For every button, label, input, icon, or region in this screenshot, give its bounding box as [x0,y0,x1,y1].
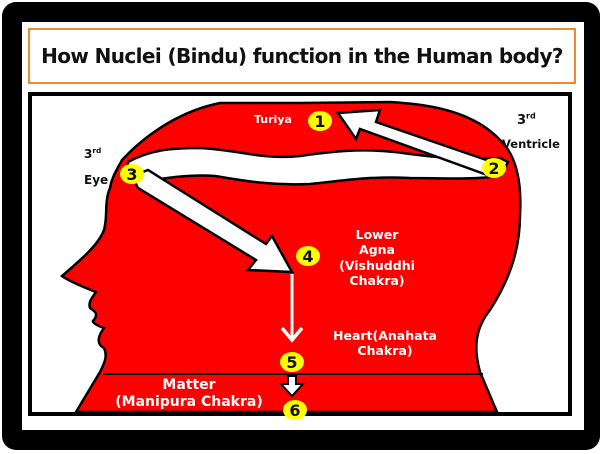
label-turiya: Turiya [254,113,292,126]
ordinal-number: 3 [84,147,93,161]
label-ventricle-ordinal: 3rd [517,111,536,129]
node-badge-3: 3 [120,164,144,184]
node-badge-1: 1 [308,111,332,131]
label-heart: Heart(Anahata Chakra) [320,328,450,359]
label-line: (Manipura Chakra) [115,394,263,411]
ordinal-suffix: rd [92,146,102,155]
label-eye-ordinal: 3rd [84,147,101,162]
label-line: Agna (Vishuddhi [339,242,415,273]
arrow-3-to-4 [130,168,295,274]
arrow-5-to-6 [278,375,306,398]
page-title: How Nuclei (Bindu) function in the Human… [41,44,563,68]
label-line: Matter [162,377,216,393]
label-line: Heart(Anahata [333,328,437,343]
label-line: Chakra) [357,343,413,359]
node-badge-5: 5 [280,352,304,372]
label-eye: Eye [84,173,109,187]
label-lower-agna: Lower Agna (Vishuddhi Chakra) [322,227,432,288]
head-silhouette [60,100,522,414]
arrow-4-to-5-head [280,326,304,343]
label-matter: Matter (Manipura Chakra) [94,377,284,411]
node-badge-2: 2 [482,158,506,178]
arrow-2-to-1 [335,108,500,178]
label-ventricle: Ventricle [502,137,560,151]
node-badge-4: 4 [296,246,320,266]
label-line: Chakra) [349,272,405,288]
ordinal-suffix: rd [526,111,536,121]
label-line: Lower [355,227,399,242]
title-box: How Nuclei (Bindu) function in the Human… [28,28,576,84]
node-badge-6: 6 [283,400,307,420]
ordinal-number: 3 [517,113,527,128]
